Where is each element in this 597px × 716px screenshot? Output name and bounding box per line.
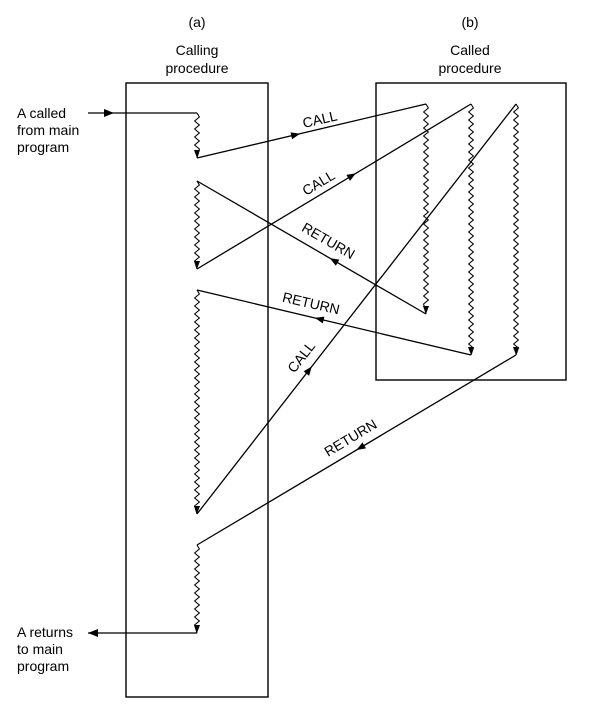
return-1-arrowhead	[329, 258, 340, 266]
call-3-arrowhead	[303, 366, 312, 376]
return-label-2: RETURN	[281, 289, 341, 318]
call-label-1: CALL	[301, 107, 339, 131]
called-exec-segment-3	[513, 103, 519, 356]
called-procedure-title-1: Called	[450, 42, 490, 58]
exit-note-line-3: program	[17, 658, 69, 674]
call-1-arrowhead	[290, 132, 301, 140]
entry-note-line-1: A called	[17, 105, 66, 121]
panel-b-tag: (b)	[461, 14, 478, 30]
return-label-1: RETURN	[299, 219, 358, 262]
calling-exec-arrow-4	[194, 625, 200, 633]
call-line-3	[196, 103, 517, 515]
call-label-3: CALL	[284, 338, 318, 376]
return-line-2	[196, 289, 472, 356]
called-exec-segment-1	[423, 103, 429, 315]
return-line-1	[196, 180, 427, 315]
call-line-1	[196, 103, 427, 159]
exit-arrowhead	[88, 629, 98, 637]
called-exec-arrow-2	[468, 347, 474, 355]
called-procedure-box	[375, 82, 567, 381]
calling-exec-segment-2	[194, 180, 200, 270]
entry-note-line-3: program	[17, 139, 69, 155]
calling-exec-segment-3	[194, 289, 200, 515]
exit-note-line-2: to main	[17, 641, 63, 657]
return-3-arrowhead	[356, 442, 366, 450]
called-procedure-title-2: procedure	[438, 60, 501, 76]
called-exec-arrow-3	[513, 347, 519, 355]
entry-note-line-2: from main	[17, 122, 79, 138]
calling-procedure-title-1: Calling	[176, 42, 219, 58]
calling-procedure-title-2: procedure	[165, 60, 228, 76]
return-2-arrowhead	[314, 316, 325, 324]
calling-exec-arrow-2	[194, 261, 200, 269]
calling-exec-arrow-3	[194, 506, 200, 514]
called-exec-arrow-1	[423, 306, 429, 314]
panel-a-tag: (a)	[188, 14, 205, 30]
calling-exec-arrow-1	[194, 150, 200, 158]
call-label-2: CALL	[299, 167, 337, 199]
exit-note-line-1: A returns	[17, 624, 73, 640]
call-2-arrowhead	[346, 173, 356, 181]
calling-exec-segment-1	[194, 112, 200, 159]
calling-procedure-box	[125, 82, 269, 698]
call-line-2	[196, 103, 472, 270]
called-exec-segment-2	[468, 103, 474, 356]
entry-arrowhead	[104, 109, 114, 117]
calling-exec-segment-4	[194, 544, 200, 634]
